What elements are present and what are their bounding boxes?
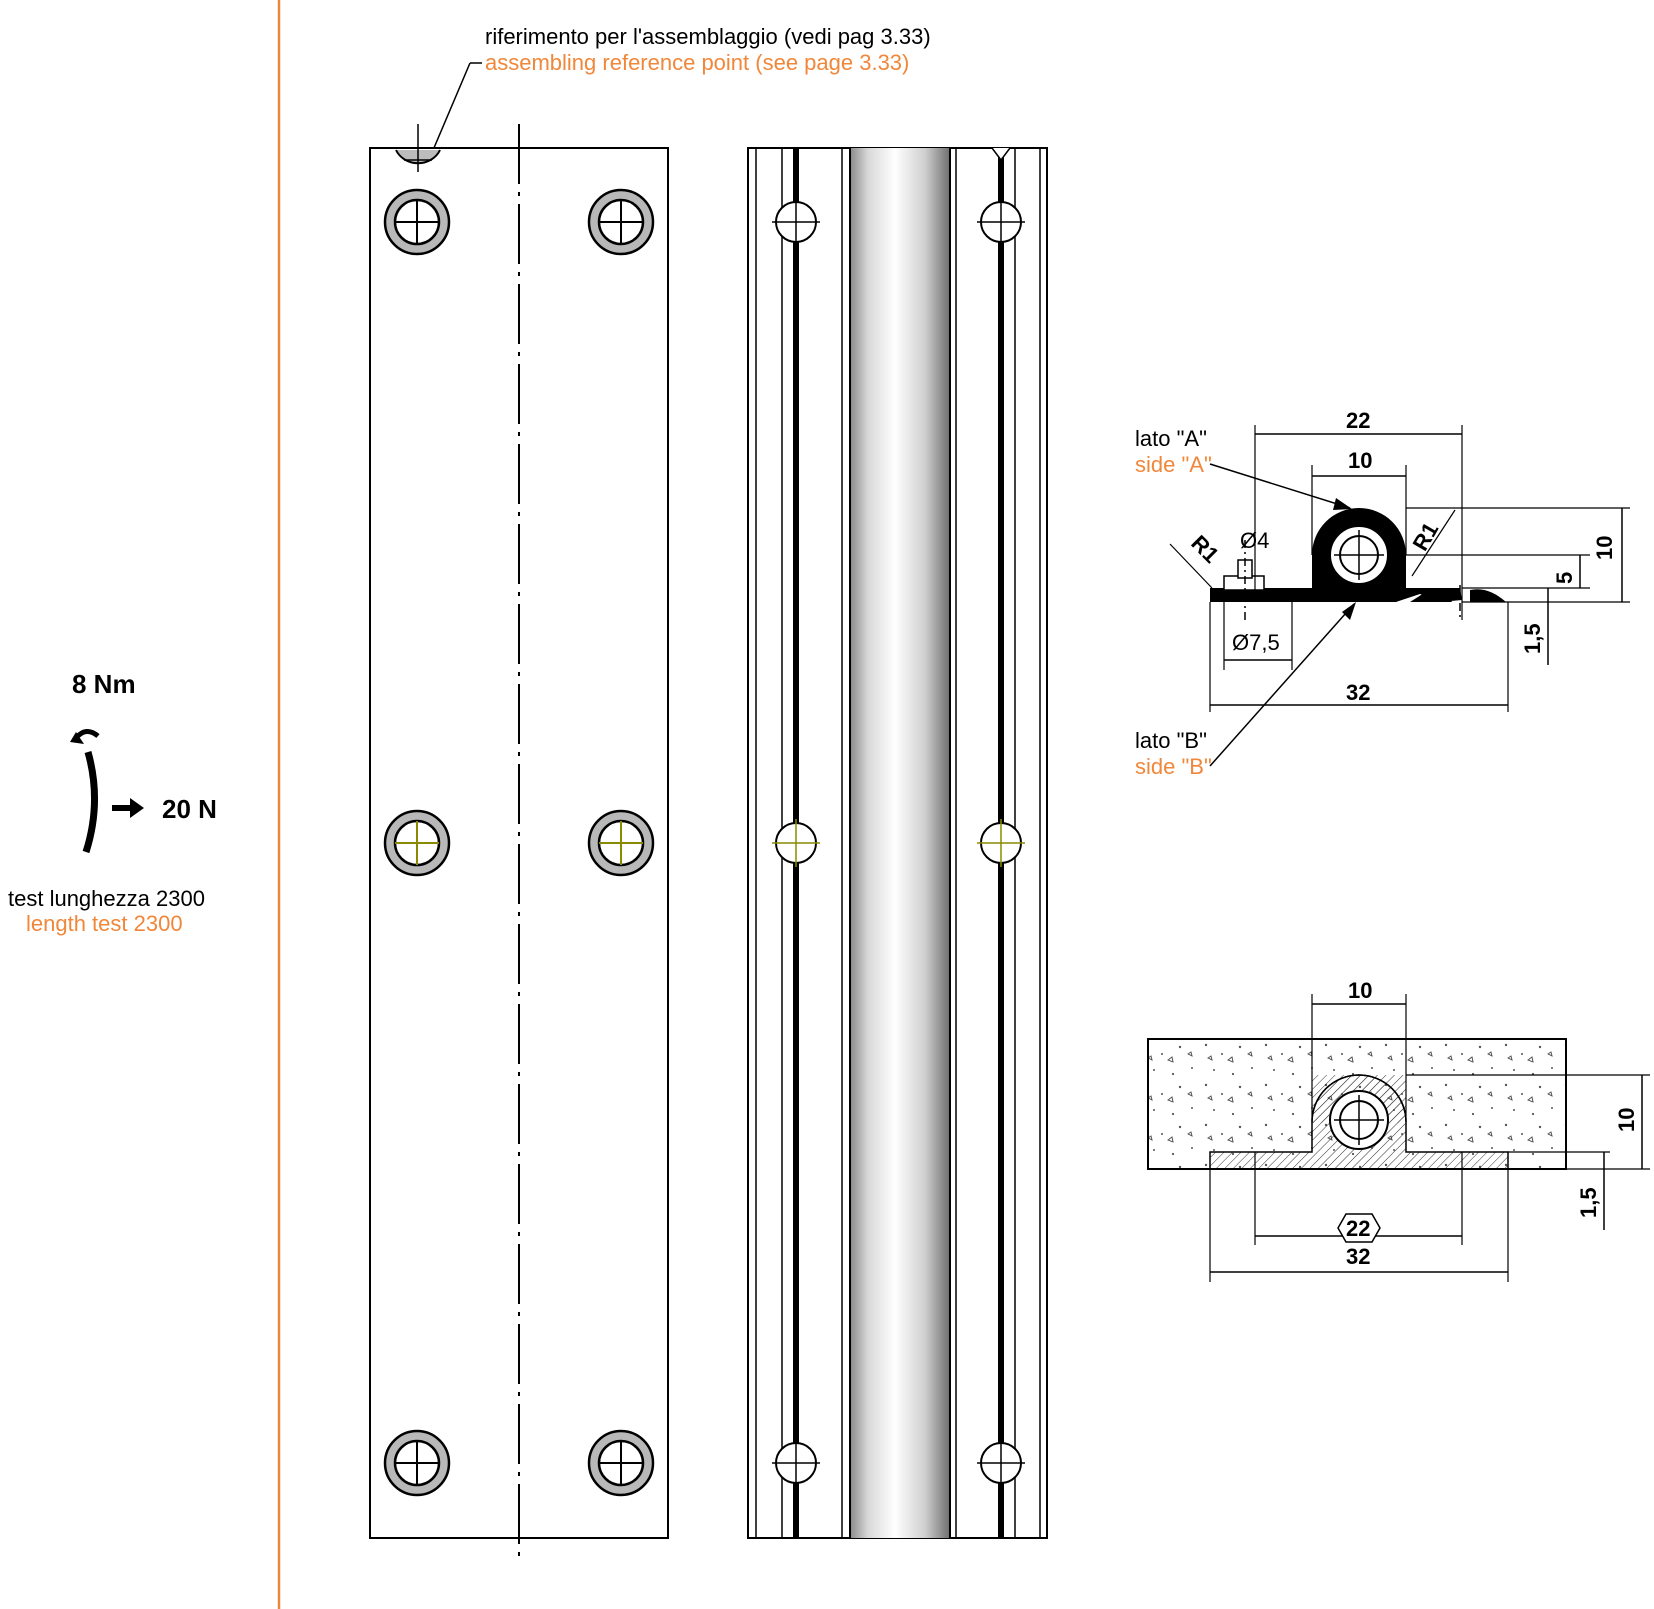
dim-r1-right: R1 — [1408, 518, 1444, 555]
hex-nut-icon — [1337, 1213, 1381, 1243]
dim-phi75: Ø7,5 — [1232, 630, 1280, 655]
mounting-hole — [587, 809, 655, 877]
reference-note-group: riferimento per l'assemblaggio (vedi pag… — [427, 24, 931, 163]
groove-hole — [977, 819, 1025, 867]
dim-22-bottom: 22 — [1346, 1216, 1370, 1241]
groove-hole — [772, 819, 820, 867]
dim-10-bottom: 10 — [1348, 978, 1372, 1003]
mounting-hole — [587, 188, 655, 256]
profile-holes — [772, 198, 1025, 1487]
groove-hole — [977, 198, 1025, 246]
groove-hole — [772, 1439, 820, 1487]
plate-holes — [383, 188, 655, 1497]
mounting-hole — [383, 809, 451, 877]
mounting-hole — [587, 1429, 655, 1497]
cross-section-top: 22 10 Ø4 Ø7,5 32 R1 R1 10 5 1,5 — [1135, 408, 1630, 779]
dim-32: 32 — [1346, 680, 1370, 705]
side-b-it: lato "B" — [1135, 728, 1207, 753]
side-a-en: side "A" — [1135, 452, 1212, 477]
test-length-en: length test 2300 — [26, 911, 183, 936]
torque-value: 8 Nm — [72, 669, 136, 699]
side-b-arrowhead-icon — [1342, 602, 1356, 620]
reference-leader-line-2 — [427, 62, 471, 163]
torque-test-group: 8 Nm 20 N test lunghezza 2300 length tes… — [8, 669, 217, 936]
dim-32-bottom: 32 — [1346, 1244, 1370, 1269]
test-length-it: test lunghezza 2300 — [8, 886, 205, 911]
profile-tube — [850, 148, 950, 1538]
force-arrowhead-icon — [130, 798, 144, 818]
torque-arrowhead-icon — [70, 732, 84, 744]
profile-curve-icon — [82, 751, 99, 854]
cross-section-bottom: 10 22 32 10 1,5 — [1147, 978, 1650, 1282]
side-b-en: side "B" — [1135, 754, 1212, 779]
side-b-leader — [1209, 603, 1355, 767]
reference-note-en: assembling reference point (see page 3.3… — [485, 50, 909, 75]
dim-15-vertical: 1,5 — [1520, 623, 1545, 654]
reference-note-it: riferimento per l'assemblaggio (vedi pag… — [485, 24, 931, 49]
dim-phi4: Ø4 — [1240, 528, 1269, 553]
mounting-hole — [383, 1429, 451, 1497]
groove-hole — [772, 198, 820, 246]
force-value: 20 N — [162, 794, 217, 824]
mounting-hole — [383, 188, 451, 256]
dim-22: 22 — [1346, 408, 1370, 433]
dim-5-vertical: 5 — [1552, 572, 1577, 584]
dim-r1-left: R1 — [1186, 530, 1224, 568]
side-a-arrowhead-icon — [1333, 498, 1352, 510]
dim-10-vertical-bottom: 10 — [1614, 1108, 1639, 1132]
dim-10-vertical: 10 — [1592, 536, 1617, 560]
side-a-leader — [1209, 463, 1351, 509]
dim-10: 10 — [1348, 448, 1372, 473]
groove-hole — [977, 1439, 1025, 1487]
dim-15-vertical-bottom: 1,5 — [1576, 1187, 1601, 1218]
side-a-it: lato "A" — [1135, 426, 1207, 451]
